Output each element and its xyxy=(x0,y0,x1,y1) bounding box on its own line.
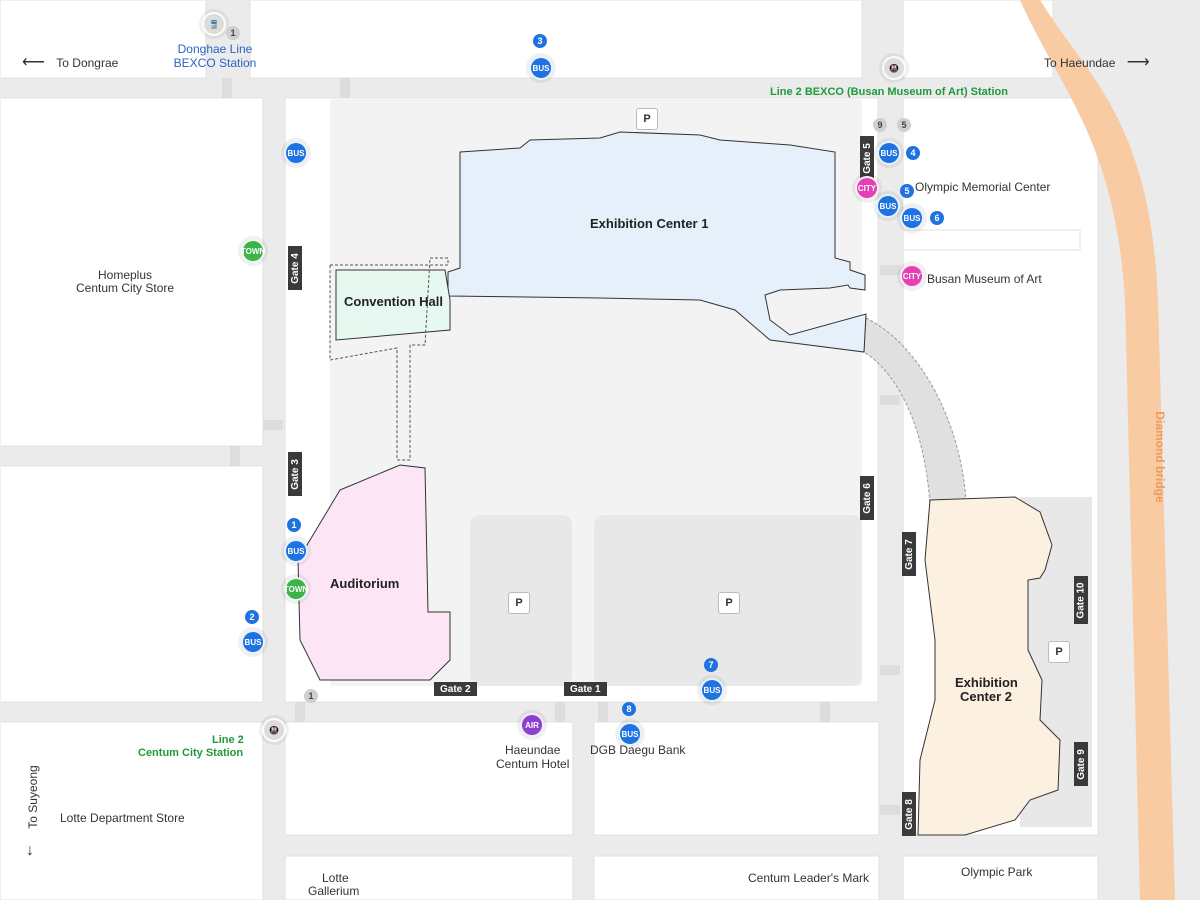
bus-stop-icon: BUS xyxy=(700,678,724,702)
exhibition-center-2-label-1: Exhibition xyxy=(955,675,1018,690)
block-bank xyxy=(593,721,880,836)
subway-icon: 🚇 xyxy=(882,56,906,80)
east-strip xyxy=(902,229,1081,251)
gate-10: Gate 10 xyxy=(1074,576,1088,624)
bus-stop-number: 4 xyxy=(906,146,920,160)
block-left-mid xyxy=(0,465,264,703)
convention-hall-dashed xyxy=(329,257,449,461)
bus-stop-number: 2 xyxy=(245,610,259,624)
to-suyeong-label: To Suyeong xyxy=(26,765,40,829)
bus-stop-icon: BUS xyxy=(241,630,265,654)
block-hotel xyxy=(284,721,574,836)
lotte-department-store-label: Lotte Department Store xyxy=(60,811,185,825)
diamond-bridge xyxy=(1020,0,1175,900)
gate-8: Gate 8 xyxy=(902,792,916,836)
bus-stop-number: 7 xyxy=(704,658,718,672)
exhibition-center-1-shape xyxy=(447,131,867,353)
diamond-bridge-label: Diamond bridge xyxy=(1153,411,1167,503)
bus-stop-icon: BUS xyxy=(618,722,642,746)
city-tour-bus-icon: CITY xyxy=(900,264,924,288)
town-bus-icon: TOWN xyxy=(284,577,308,601)
exit-number-badge: 1 xyxy=(226,26,240,40)
gate-5: Gate 5 xyxy=(860,136,874,180)
gate-6: Gate 6 xyxy=(860,476,874,520)
convention-hall-shape xyxy=(335,269,451,341)
parking-icon: P xyxy=(718,592,740,614)
block-lotte-dept xyxy=(0,721,264,900)
exhibition-center-1-label: Exhibition Center 1 xyxy=(590,216,709,231)
block-homeplus xyxy=(0,97,264,447)
auditorium-label: Auditorium xyxy=(330,576,400,591)
arrow-left-icon: ⟵ xyxy=(22,54,45,71)
bus-stop-icon: BUS xyxy=(284,141,308,165)
block-top-strip xyxy=(249,0,863,79)
exhibition-center-2-label-2: Center 2 xyxy=(960,689,1013,704)
olympic-park-label: Olympic Park xyxy=(961,865,1033,879)
bus-stop-number: 8 xyxy=(622,702,636,716)
to-haeundae-label: To Haeundae ⟶ xyxy=(1044,54,1150,71)
train-icon: 🚆 xyxy=(202,12,226,36)
bus-stop-number: 5 xyxy=(900,184,914,198)
auditorium-shape xyxy=(297,464,451,681)
arrow-right-icon: ⟶ xyxy=(1126,54,1150,71)
block-gallerium xyxy=(284,855,574,900)
exit-number-badge: 1 xyxy=(304,689,318,703)
bus-stop-icon: BUS xyxy=(529,56,553,80)
town-bus-icon: TOWN xyxy=(241,239,265,263)
gate-2: Gate 2 xyxy=(434,682,477,696)
homeplus-label-2: Centum City Store xyxy=(76,281,175,295)
parking-icon: P xyxy=(1048,641,1070,663)
bus-stop-icon: BUS xyxy=(900,206,924,230)
bus-stop-icon: BUS xyxy=(284,539,308,563)
gate-1: Gate 1 xyxy=(564,682,607,696)
exit-number-badge: 5 xyxy=(897,118,911,132)
parking-icon: P xyxy=(636,108,658,130)
dgb-daegu-bank-label: DGB Daegu Bank xyxy=(590,743,686,757)
line2-bexco-label: Line 2 BEXCO (Busan Museum of Art) Stati… xyxy=(770,86,1008,98)
bus-stop-number: 3 xyxy=(533,34,547,48)
block-olympic-park xyxy=(902,855,1099,900)
homeplus-label-1: Homeplus xyxy=(98,268,153,282)
parking-icon: P xyxy=(508,592,530,614)
olympic-memorial-center-label: Olympic Memorial Center xyxy=(915,180,1051,194)
lotte-gallerium-label-2: Gallerium xyxy=(308,884,360,898)
bus-stop-icon: BUS xyxy=(876,194,900,218)
subway-icon: 🚇 xyxy=(262,718,286,742)
bus-stop-number: 1 xyxy=(287,518,301,532)
gate-7: Gate 7 xyxy=(902,532,916,576)
gate-3: Gate 3 xyxy=(288,452,302,496)
gate-9: Gate 9 xyxy=(1074,742,1088,786)
city-tour-bus-icon: CITY xyxy=(855,176,879,200)
convention-hall-label: Convention Hall xyxy=(344,294,443,309)
centum-leaders-mark-label: Centum Leader's Mark xyxy=(748,871,870,885)
block-leaders-mark xyxy=(593,855,880,900)
donghae-line-label: Donghae Line xyxy=(177,42,253,56)
arrow-down-icon: ↓ xyxy=(26,842,34,859)
lotte-gallerium-label-1: Lotte xyxy=(322,871,349,885)
busan-museum-of-art-label: Busan Museum of Art xyxy=(927,272,1042,286)
exhibition-center-2-shape xyxy=(917,496,1061,836)
block-top-left xyxy=(0,0,207,79)
hotel-label-1: Haeundae xyxy=(505,743,561,757)
hotel-label-2: Centum Hotel xyxy=(496,757,570,771)
exit-number-badge: 9 xyxy=(873,118,887,132)
to-dongrae-label: ⟵ To Dongrae xyxy=(22,54,119,71)
centum-city-station-label: Centum City Station xyxy=(138,747,244,759)
bus-stop-number: 6 xyxy=(930,211,944,225)
airport-bus-icon: AIR xyxy=(520,713,544,737)
bexco-station-label: BEXCO Station xyxy=(173,56,257,70)
bus-stop-icon: BUS xyxy=(877,141,901,165)
line2-label: Line 2 xyxy=(212,734,244,746)
gate-4: Gate 4 xyxy=(288,246,302,290)
